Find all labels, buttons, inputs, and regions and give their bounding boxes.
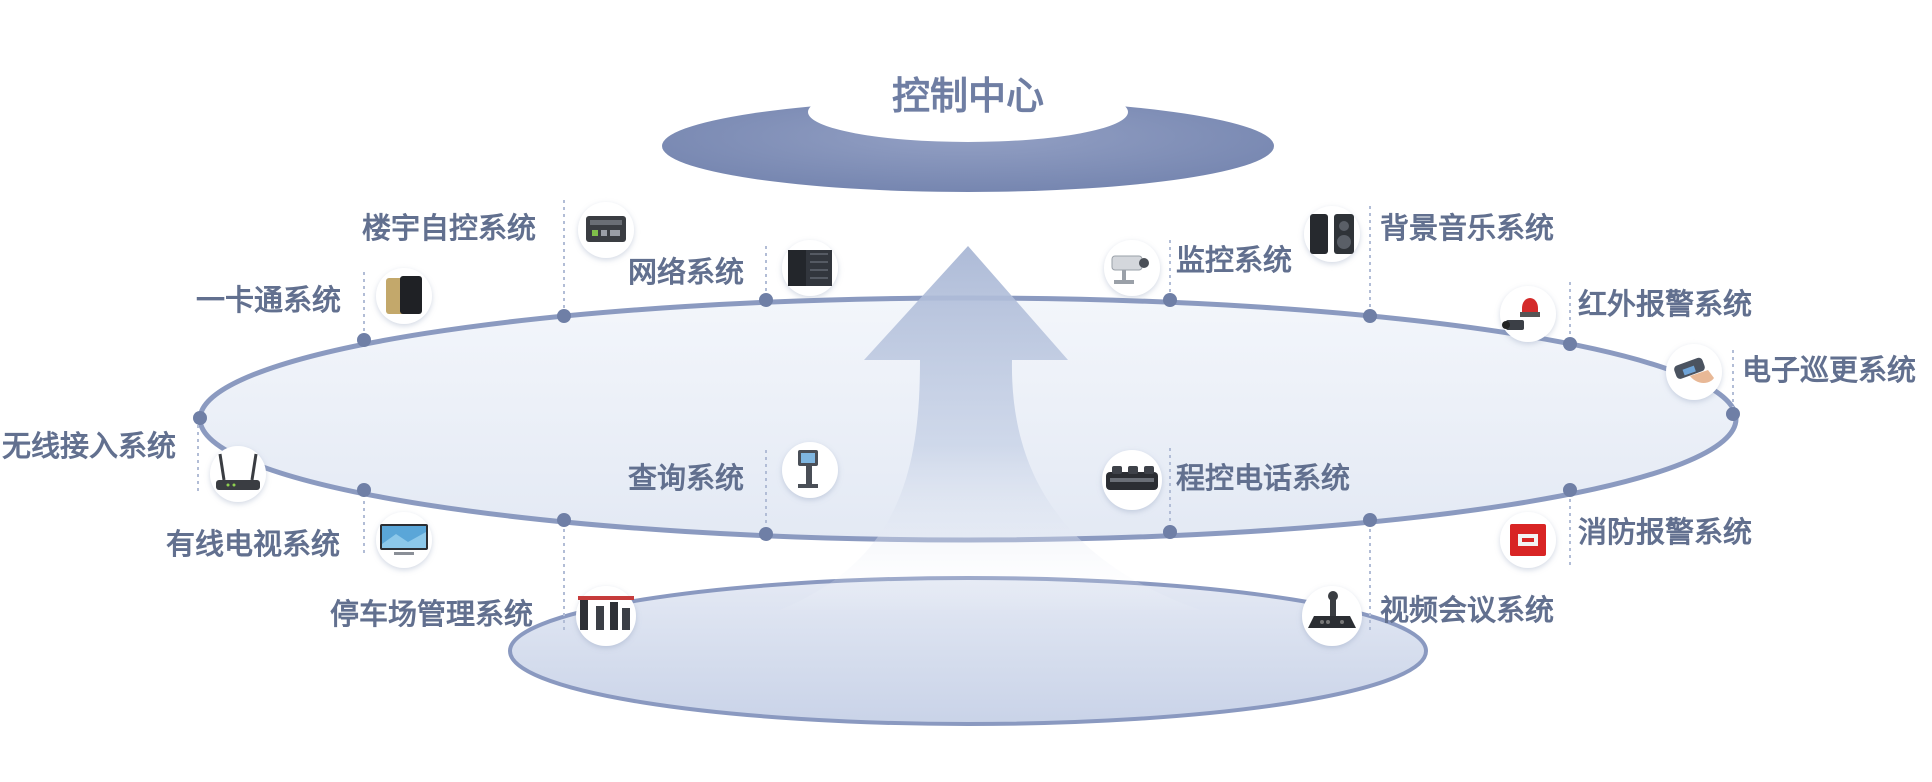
control-center-title: 控制中心 bbox=[891, 74, 1044, 118]
server-rack-icon bbox=[782, 240, 838, 296]
label-card: 一卡通系统 bbox=[196, 283, 342, 317]
dot-parking bbox=[557, 513, 571, 527]
controller-box-icon bbox=[578, 202, 634, 258]
patrol-device-icon bbox=[1666, 344, 1722, 400]
dot-video-conf bbox=[1363, 513, 1377, 527]
label-parking: 停车场管理系统 bbox=[330, 597, 534, 631]
label-infrared: 红外报警系统 bbox=[1578, 287, 1753, 321]
cctv-camera-icon bbox=[1104, 240, 1160, 296]
label-music: 背景音乐系统 bbox=[1380, 211, 1555, 245]
label-wireless: 无线接入系统 bbox=[2, 429, 177, 463]
dot-infrared bbox=[1563, 337, 1577, 351]
connector-lines bbox=[197, 200, 1734, 630]
conference-controller-icon bbox=[1302, 586, 1362, 646]
control-center-platform bbox=[662, 100, 1274, 192]
label-building-control: 楼宇自控系统 bbox=[362, 211, 537, 245]
label-patrol: 电子巡更系统 bbox=[1742, 353, 1917, 387]
dot-fire bbox=[1563, 483, 1577, 497]
label-query: 查询系统 bbox=[628, 461, 745, 495]
label-video-conf: 视频会议系统 bbox=[1380, 593, 1555, 627]
dot-query bbox=[759, 527, 773, 541]
dot-music bbox=[1363, 309, 1377, 323]
upward-arrow bbox=[780, 246, 1200, 610]
dot-phone bbox=[1163, 525, 1177, 539]
label-catv: 有线电视系统 bbox=[166, 527, 341, 561]
wireless-router-icon bbox=[210, 446, 266, 502]
dot-card bbox=[357, 333, 371, 347]
kiosk-icon bbox=[782, 442, 838, 498]
phone-switch-icon bbox=[1102, 450, 1162, 510]
fire-alarm-icon bbox=[1500, 512, 1556, 568]
dot-monitor bbox=[1163, 293, 1177, 307]
dot-catv bbox=[357, 483, 371, 497]
dot-wireless bbox=[193, 411, 207, 425]
alarm-light-icon bbox=[1500, 286, 1556, 342]
label-phone: 程控电话系统 bbox=[1176, 461, 1351, 495]
label-fire: 消防报警系统 bbox=[1578, 515, 1753, 549]
control-center-highlight bbox=[808, 82, 1128, 142]
label-monitor: 监控系统 bbox=[1176, 243, 1293, 277]
access-card-icon bbox=[376, 268, 432, 324]
dot-patrol bbox=[1726, 407, 1740, 421]
television-icon bbox=[376, 512, 432, 568]
dot-network bbox=[759, 293, 773, 307]
parking-gate-icon bbox=[576, 586, 636, 646]
dot-building-control bbox=[557, 309, 571, 323]
ring-dots bbox=[193, 293, 1740, 541]
label-network: 网络系统 bbox=[628, 255, 745, 289]
speaker-icon bbox=[1304, 206, 1360, 262]
